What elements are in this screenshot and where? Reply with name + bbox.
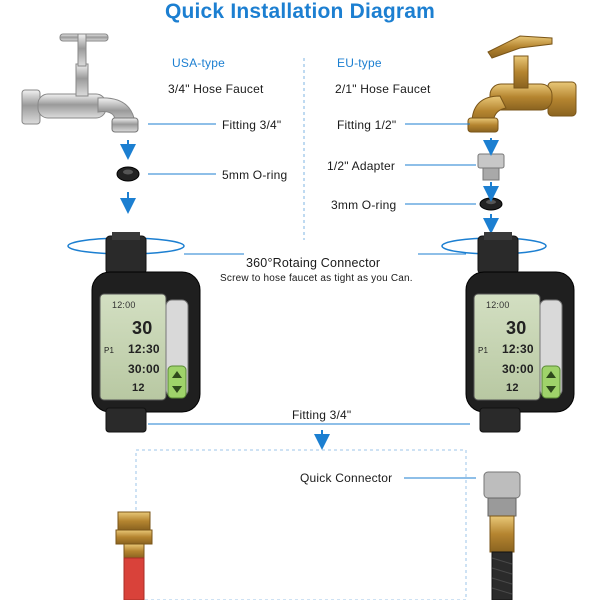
right-timer-device xyxy=(465,232,575,433)
usa-oring-label: 5mm O-ring xyxy=(222,168,288,182)
left-timer-device xyxy=(91,232,201,433)
usa-fitting-label: Fitting 3/4" xyxy=(222,118,282,132)
usa-faucet-label: 3/4" Hose Faucet xyxy=(168,82,264,96)
left-lcd-time2: 30:00 xyxy=(128,362,160,376)
right-lcd-time2: 30:00 xyxy=(502,362,534,376)
usa-type-heading: USA-type xyxy=(172,56,225,70)
eu-fitting-label: Fitting 1/2" xyxy=(337,118,397,132)
left-lcd-time3: 12 xyxy=(132,382,145,394)
left-lcd-big: 30 xyxy=(132,318,153,338)
bottom-fitting-label: Fitting 3/4" xyxy=(292,408,352,422)
right-lcd-time3: 12 xyxy=(506,382,519,394)
rotating-connector-label: 360°Rotaing Connector xyxy=(246,256,381,270)
connector-note: Screw to hose faucet as tight as you Can… xyxy=(220,273,413,284)
left-lcd-time1: 12:30 xyxy=(128,342,160,356)
quick-connector-label: Quick Connector xyxy=(300,471,393,485)
eu-faucet-icon xyxy=(467,35,577,133)
quick-connector-icon xyxy=(483,471,521,600)
eu-adapter-label: 1/2" Adapter xyxy=(327,159,396,173)
adapter-icon xyxy=(477,153,505,181)
page-title: Quick Installation Diagram xyxy=(164,0,436,23)
usa-faucet-icon xyxy=(21,33,139,133)
right-lcd-big: 30 xyxy=(506,318,527,338)
eu-type-heading: EU-type xyxy=(337,56,382,70)
eu-oring-label: 3mm O-ring xyxy=(331,198,397,212)
left-lcd-clock: 12:00 xyxy=(112,300,136,310)
left-lcd-program: P1 xyxy=(104,346,115,355)
right-lcd-program: P1 xyxy=(478,346,489,355)
right-lcd-time1: 12:30 xyxy=(502,342,534,356)
right-lcd-clock: 12:00 xyxy=(486,300,510,310)
left-hose-icon xyxy=(115,511,153,600)
eu-faucet-label: 2/1" Hose Faucet xyxy=(335,82,431,96)
